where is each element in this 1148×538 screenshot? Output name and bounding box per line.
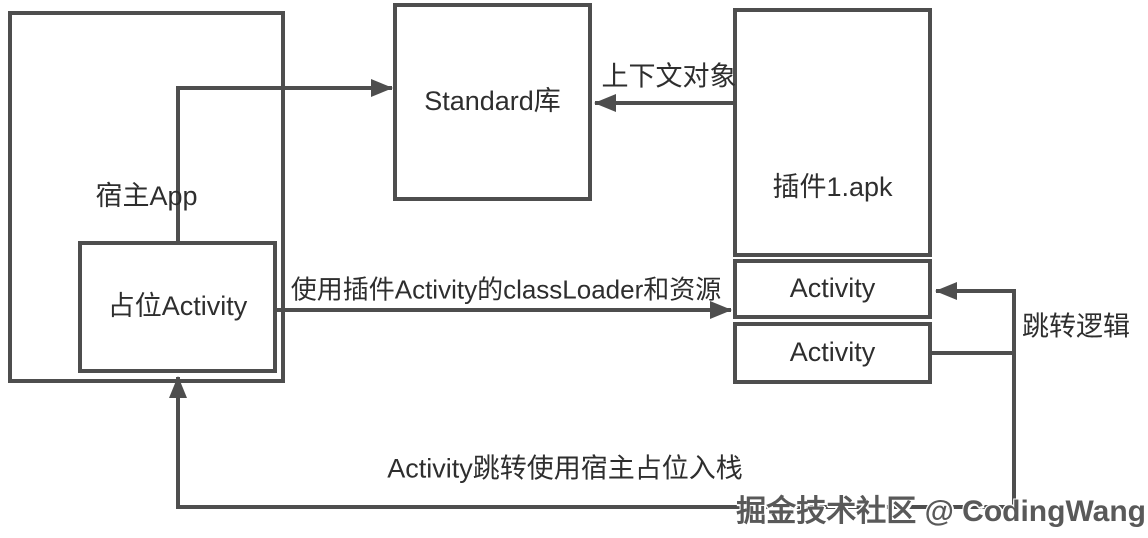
standard-lib-label: Standard库 bbox=[424, 86, 561, 117]
plugin-activity-1-label: Activity bbox=[789, 273, 876, 304]
plugin-apk-box: 插件1.apk bbox=[733, 8, 932, 257]
placeholder-activity-label: 占位Activity bbox=[107, 291, 248, 322]
arrow-jump-logic-connector bbox=[932, 282, 1016, 355]
plugin-apk-label: 插件1.apk bbox=[772, 171, 893, 202]
host-app-label: 宿主App bbox=[95, 181, 198, 212]
context-object-label: 上下文对象 bbox=[601, 61, 737, 92]
watermark: 掘金技术社区 @ CodingWang bbox=[736, 495, 1146, 528]
plugin-activity-2-label: Activity bbox=[789, 337, 876, 368]
placeholder-activity-box: 占位Activity bbox=[78, 241, 277, 373]
jump-stack-label: Activity跳转使用宿主占位入栈 bbox=[387, 453, 743, 484]
standard-lib-box: Standard库 bbox=[393, 3, 592, 201]
jump-logic-label: 跳转逻辑 bbox=[1022, 311, 1130, 342]
classloader-label: 使用插件Activity的classLoader和资源 bbox=[290, 274, 722, 305]
plugin-activity-1-box: Activity bbox=[733, 259, 932, 319]
plugin-activity-2-box: Activity bbox=[733, 322, 932, 384]
